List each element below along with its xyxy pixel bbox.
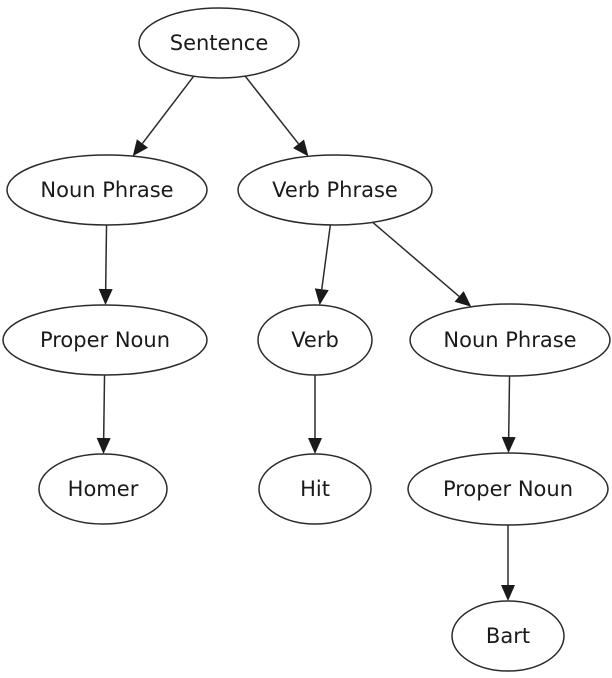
node-label: Noun Phrase [40, 178, 173, 202]
node-pn2: Proper Noun [407, 452, 609, 526]
edge-sentence-to-np1 [132, 75, 195, 157]
node-hit: Hit [258, 453, 372, 525]
node-ellipse [257, 304, 373, 376]
node-label: Hit [300, 477, 330, 501]
edge-np1-to-pn1 [98, 224, 113, 306]
node-np2: Noun Phrase [409, 303, 611, 377]
edge-line [321, 224, 332, 290]
node-ellipse [138, 7, 300, 79]
edge-pn1-to-homer [96, 374, 111, 455]
node-verb: Verb [257, 304, 373, 376]
arrowhead-icon [96, 437, 111, 455]
arrowhead-icon [501, 585, 515, 601]
node-np1: Noun Phrase [6, 154, 208, 226]
node-sentence: Sentence [138, 7, 300, 79]
edge-pn2-to-bart [501, 525, 515, 601]
arrowhead-icon [314, 288, 329, 306]
node-ellipse [258, 453, 372, 525]
node-label: Sentence [170, 31, 269, 55]
node-ellipse [2, 304, 208, 376]
node-ellipse [6, 154, 208, 226]
arrowhead-icon [501, 436, 516, 454]
node-pn1: Proper Noun [2, 304, 208, 376]
arrowhead-icon [454, 291, 472, 307]
node-ellipse [409, 303, 611, 377]
edge-line [244, 75, 300, 145]
arrowhead-icon [132, 139, 149, 157]
node-vp: Verb Phrase [237, 154, 433, 226]
node-label: Noun Phrase [443, 328, 576, 352]
arrowhead-icon [308, 438, 322, 454]
edge-vp-to-verb [314, 224, 332, 306]
node-ellipse [451, 600, 565, 672]
node-homer: Homer [38, 453, 168, 525]
edge-vp-to-np2 [372, 221, 472, 307]
edge-line [102, 374, 106, 439]
node-label: Verb [291, 328, 339, 352]
node-ellipse [38, 453, 168, 525]
node-label: Bart [486, 624, 530, 648]
edge-line [104, 224, 108, 290]
edges-layer [96, 75, 516, 601]
edge-line [141, 75, 195, 144]
arrowhead-icon [98, 288, 113, 306]
node-label: Verb Phrase [272, 178, 398, 202]
node-label: Proper Noun [443, 477, 573, 501]
edge-line [507, 375, 511, 438]
arrowhead-icon [293, 139, 309, 157]
edge-line [372, 221, 460, 297]
node-label: Homer [68, 477, 139, 501]
node-label: Proper Noun [40, 328, 170, 352]
node-ellipse [237, 154, 433, 226]
node-ellipse [407, 452, 609, 526]
edge-verb-to-hit [308, 375, 322, 454]
node-bart: Bart [451, 600, 565, 672]
edge-np2-to-pn2 [501, 375, 516, 454]
edge-sentence-to-vp [244, 75, 309, 157]
